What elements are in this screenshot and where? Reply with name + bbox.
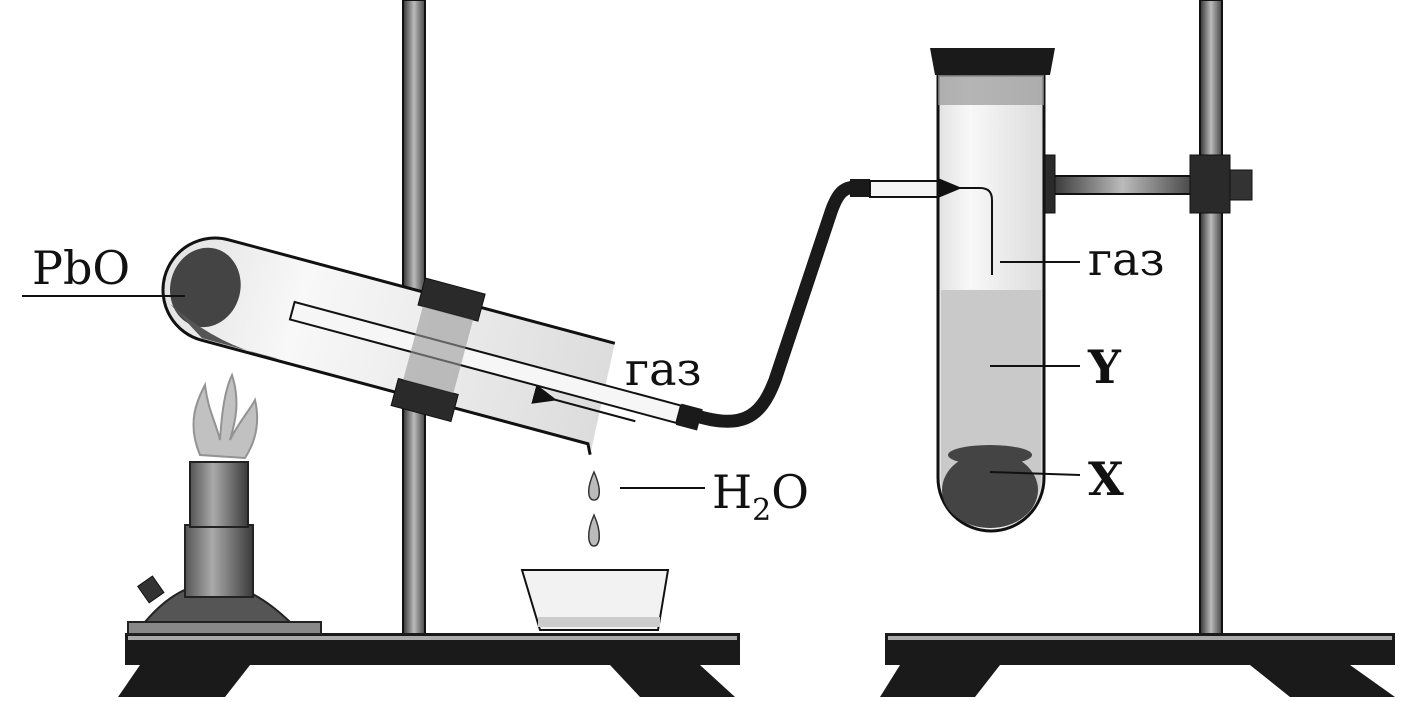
label-pbo: PbO: [32, 241, 130, 295]
clamp-boss: [1189, 154, 1231, 214]
stand-foot: [1250, 665, 1395, 697]
label-gas-tube: газ: [625, 342, 702, 396]
water-drops: [588, 470, 600, 547]
label-y: Y: [1087, 340, 1122, 394]
flame-icon: [192, 372, 259, 460]
water-o: O: [771, 465, 809, 519]
receiver-test-tube: [930, 48, 1055, 533]
stand-rod: [1199, 0, 1223, 637]
label-leaders: [22, 261, 1081, 489]
stand-foot: [880, 665, 1000, 697]
label-water: H2O: [712, 465, 809, 528]
solid-x-pellets: [942, 445, 1038, 528]
glass-connector-tube: [869, 180, 941, 198]
stand-foot: [610, 665, 735, 697]
rubber-hose: [688, 180, 859, 428]
gas-flow-arrow: [938, 178, 993, 275]
gas-valve-icon: [137, 575, 165, 604]
reaction-test-tube: [161, 236, 703, 456]
clamp-arm: [1049, 175, 1196, 195]
clamp-screw-knob: [1229, 169, 1253, 201]
water-h: H: [712, 465, 752, 519]
pbo-powder: [169, 247, 280, 360]
left-stand: [118, 0, 740, 697]
gas-burner: [127, 372, 322, 635]
stopper: [930, 48, 1055, 75]
water-subscript: 2: [752, 493, 771, 528]
gas-flow-arrow: [531, 384, 636, 423]
evaporating-dish: [520, 569, 670, 631]
label-gas-receiver: газ: [1088, 232, 1165, 286]
label-x: X: [1088, 452, 1124, 506]
stand-foot: [118, 665, 250, 697]
